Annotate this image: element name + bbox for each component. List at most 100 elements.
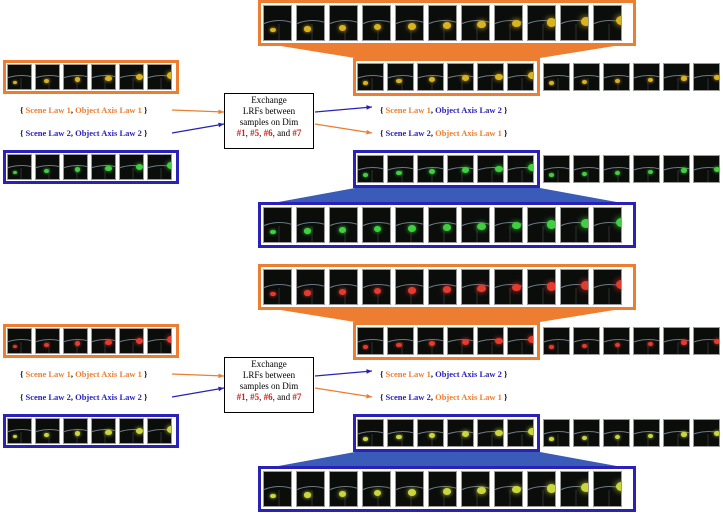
frame-tile (593, 207, 622, 243)
center-post (574, 288, 577, 304)
object-blob (462, 431, 470, 438)
frame-tile (663, 63, 690, 91)
object-blob (43, 342, 49, 348)
brace-open: { (20, 105, 26, 115)
object-blob (74, 431, 81, 437)
frame-tile (395, 5, 424, 41)
center-post (159, 168, 162, 179)
center-post (616, 170, 619, 182)
frame-tile (395, 269, 424, 305)
zoom-funnel-blue (262, 188, 633, 205)
frame-tile (417, 155, 444, 183)
ground-arc (330, 19, 357, 40)
law-label: { Scene Law 1, Object Axis Law 1 } (20, 369, 147, 379)
object-axis-law: Object Axis Law 1 (75, 369, 142, 379)
ground-arc (634, 166, 659, 182)
object-blob (528, 427, 533, 435)
object-blob (105, 339, 112, 345)
frame-tile (362, 5, 391, 41)
center-post (103, 168, 106, 179)
center-post (442, 288, 445, 304)
ground-arc (495, 485, 522, 506)
frame-tile (447, 63, 474, 91)
object-blob (681, 76, 687, 82)
dim-number: #7 (292, 128, 302, 138)
arrow-blue-out-head (366, 369, 372, 374)
center-post (541, 226, 544, 242)
target-frame-orange (353, 58, 540, 96)
ground-arc (363, 19, 390, 40)
frame-tile (7, 418, 32, 444)
frame-tile (560, 269, 589, 305)
comma: , (430, 392, 436, 402)
object-blob (304, 492, 311, 498)
frame-tile (329, 5, 358, 41)
center-post (131, 168, 134, 179)
frame-tile (593, 5, 622, 41)
object-blob (615, 434, 621, 439)
object-blob (681, 168, 687, 174)
ground-arc (634, 430, 659, 446)
center-post (343, 226, 346, 242)
center-post (376, 288, 379, 304)
brace-close: } (141, 105, 148, 115)
ground-arc (604, 166, 629, 182)
center-post (430, 78, 433, 90)
ground-arc (148, 164, 171, 179)
center-post (400, 342, 403, 354)
brace-open: { (20, 128, 26, 138)
ground-arc (462, 19, 489, 40)
center-post (442, 24, 445, 40)
frame-tile (477, 63, 504, 91)
ground-arc (528, 221, 555, 242)
center-post (607, 226, 610, 242)
comma: , (70, 128, 76, 138)
exchange-line-1: Exchange (251, 95, 287, 105)
ground-arc (544, 74, 569, 90)
law-label: { Scene Law 2, Object Axis Law 2 } (20, 128, 147, 138)
ground-arc (528, 485, 555, 506)
center-post (574, 24, 577, 40)
frame-tile (543, 63, 570, 91)
object-blob (166, 336, 171, 343)
brace-close: } (501, 128, 508, 138)
object-axis-law: Object Axis Law 1 (75, 105, 142, 115)
center-post (520, 434, 523, 446)
ground-arc (264, 485, 291, 506)
object-blob (429, 433, 436, 439)
object-blob (546, 282, 555, 291)
frame-tile (527, 269, 556, 305)
arrow-orange-out-head (366, 129, 372, 135)
frame-tile (494, 207, 523, 243)
dim-number: #1 (236, 392, 246, 402)
center-post (520, 170, 523, 182)
frame-tile (417, 63, 444, 91)
brace-close: } (141, 369, 148, 379)
object-blob (136, 337, 143, 344)
comma: , (70, 392, 76, 402)
frame-tile (560, 471, 589, 507)
object-blob (581, 17, 588, 26)
ground-arc (148, 428, 171, 443)
frame-tile (362, 471, 391, 507)
ground-arc (664, 430, 689, 446)
arrow-blue-in (171, 123, 225, 134)
dim-number: #1 (236, 128, 246, 138)
object-blob (363, 344, 368, 349)
center-post (520, 78, 523, 90)
center-post (75, 78, 78, 89)
object-blob (462, 75, 470, 82)
ground-arc (634, 338, 659, 354)
object-blob (105, 165, 112, 171)
center-post (343, 288, 346, 304)
center-post (370, 342, 373, 354)
center-post (277, 24, 280, 40)
center-post (343, 490, 346, 506)
object-blob (528, 71, 533, 79)
center-post (75, 168, 78, 179)
frame-tile (119, 328, 144, 354)
object-axis-law: Object Axis Law 2 (75, 128, 142, 138)
object-blob (269, 493, 276, 499)
object-blob (373, 288, 381, 295)
frame-tile (147, 418, 172, 444)
